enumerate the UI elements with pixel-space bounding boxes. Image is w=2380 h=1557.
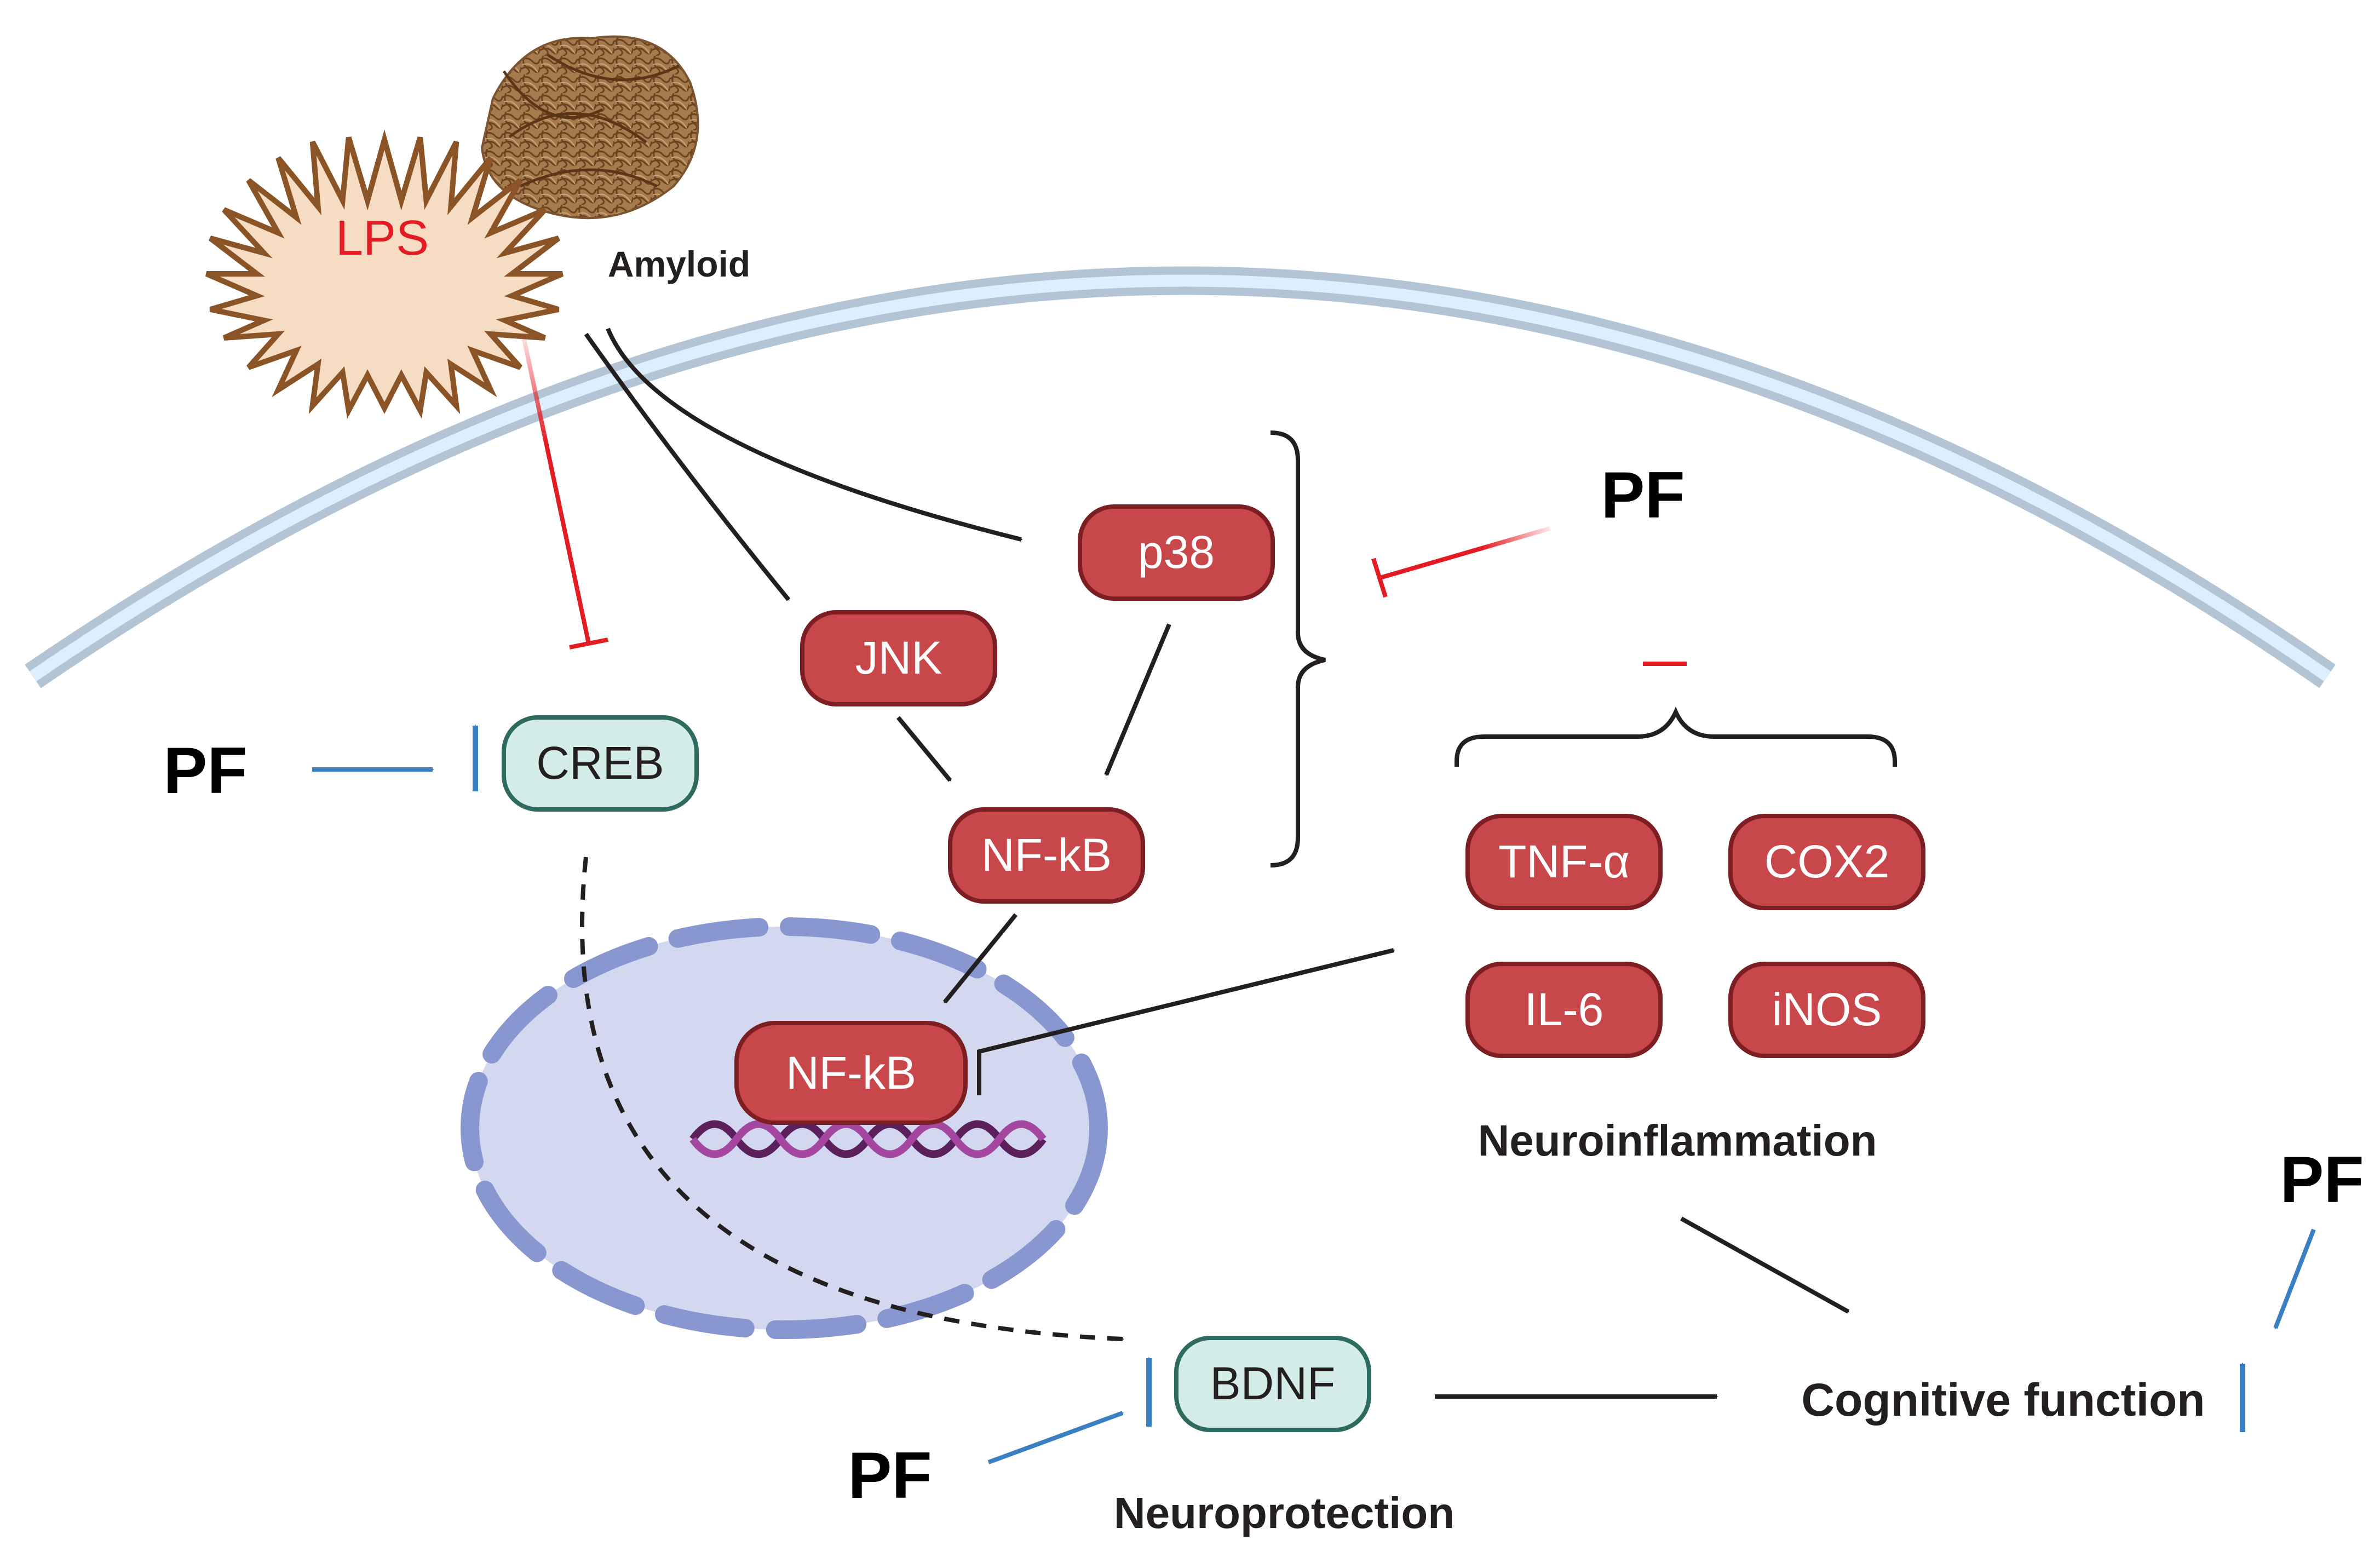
neuroinflammation-label: Neuroinflammation [1478,1116,1877,1165]
bdnf-label: BDNF [1210,1358,1336,1409]
nfkb-cytoplasm-node [948,807,1145,904]
pf-label-creb: PF [163,734,247,807]
arrow-pf-to-cognition [2273,1228,2316,1330]
creb-node [502,715,699,812]
il6-node [1465,962,1663,1058]
arrow-nfkb-to-nucleus [942,913,1018,1004]
amyloid-label: Amyloid [608,244,750,284]
cox2-node [1728,814,1925,910]
arrow-stimuli-to-p38 [606,328,1023,542]
arrow-jnk-to-nfkb [896,716,952,782]
arrow-neuroinflammation-to-cognition [1680,1216,1850,1314]
inhibit-lps-creb [521,334,591,644]
green-nodes: CREB BDNF [502,715,1371,1432]
outcome-labels: Neuroinflammation Neuroprotection Cognit… [1114,1116,2205,1537]
p38-label: p38 [1138,526,1215,578]
mapk-brace [1270,430,1326,867]
nfkb-nuclear-node [734,1021,968,1125]
cell-membrane [25,266,2336,688]
arrow-pf-to-bdnf [987,1411,1124,1464]
neuroprotection-label: Neuroprotection [1114,1489,1455,1537]
il6-label: IL-6 [1525,984,1604,1035]
bdnf-node [1174,1336,1371,1432]
lps-label: LPS [336,211,429,266]
nfkb-nuclear-label: NF-kB [786,1047,916,1099]
tnf-node [1465,814,1663,910]
arrow-nfkb-to-cytokines [977,948,1395,1095]
cox2-label: COX2 [1764,836,1890,887]
p38-node [1078,504,1275,601]
dna-helix-icon [689,1120,1047,1158]
pf-label-mapk: PF [1601,458,1685,532]
red-nodes: p38 JNK NF-kB NF-kB TNF-α COX2 IL-6 iNOS [734,504,1925,1125]
pf-label-cognition: PF [2280,1143,2364,1216]
inhibition-arrows [521,334,1687,666]
lps-starburst-icon [205,129,564,419]
activation-arrows [580,328,1850,1399]
jnk-node [800,610,997,706]
inos-label: iNOS [1772,984,1882,1035]
braces [1270,430,1897,867]
nfkb-cytoplasm-label: NF-kB [981,829,1112,881]
inos-node [1728,962,1925,1058]
creb-label: CREB [536,737,664,789]
cognitive-function-label: Cognitive function [1801,1374,2205,1426]
pf-upregulation-arrows [312,724,2316,1464]
jnk-label: JNK [855,632,942,683]
arrow-p38-to-nfkb [1104,623,1171,777]
amyloid-fibril-icon [480,35,699,220]
pf-label-bdnf: PF [848,1439,932,1512]
inhibit-pf-mapk [1379,526,1551,580]
tnf-label: TNF-α [1498,836,1630,887]
pf-labels: PF PF PF PF [163,458,2364,1512]
cytokine-brace [1455,706,1897,767]
arrow-stimuli-to-jnk [584,332,791,601]
